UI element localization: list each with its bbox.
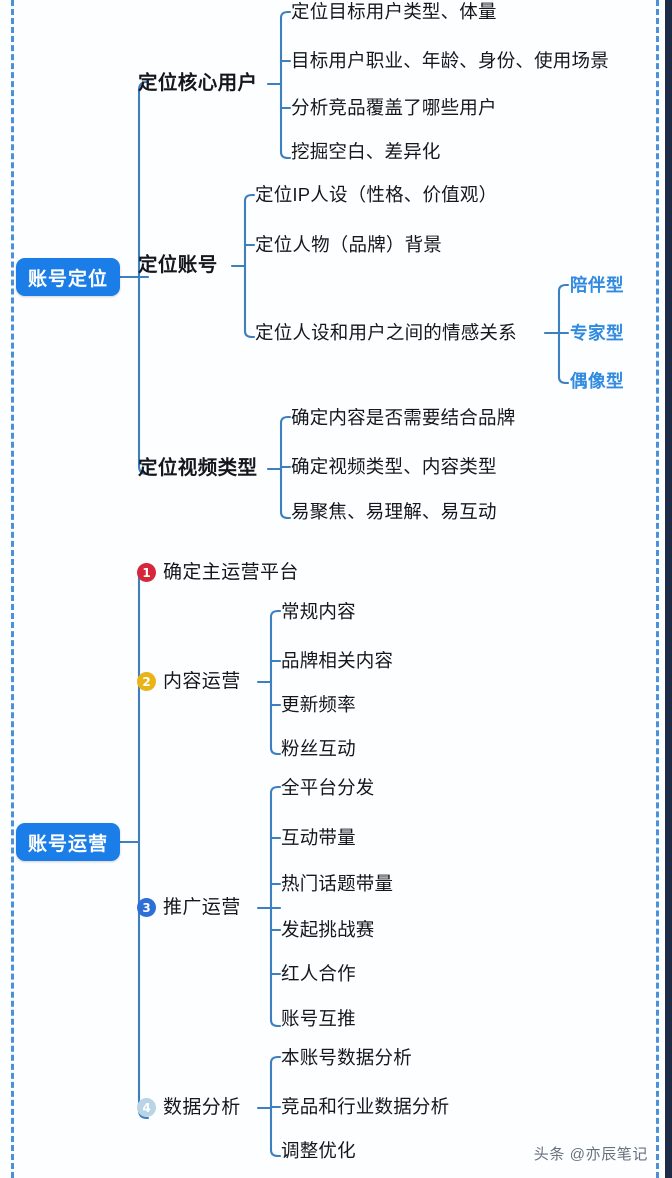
sub-leaf-node-idol-type[interactable]: 偶像型 <box>570 371 624 391</box>
leaf-node[interactable]: 全平台分发 <box>281 777 375 798</box>
badge-number-text: 1 <box>142 565 151 580</box>
leaf-node[interactable]: 红人合作 <box>281 963 356 984</box>
leaf-node[interactable]: 常规内容 <box>281 601 356 622</box>
leaf-node[interactable]: 定位人物（品牌）背景 <box>255 234 443 255</box>
leaf-node[interactable]: 品牌相关内容 <box>281 650 394 671</box>
badge-number-text: 4 <box>142 1100 151 1115</box>
branch-label-video-type[interactable]: 定位视频类型 <box>138 457 258 479</box>
sub-leaf-node-companion-type[interactable]: 陪伴型 <box>570 275 624 295</box>
leaf-node[interactable]: 本账号数据分析 <box>281 1047 412 1068</box>
badge-number-4: 4 <box>137 1098 156 1117</box>
root-node-label: 账号运营 <box>27 833 108 855</box>
badge-number-1: 1 <box>137 563 156 582</box>
root-node-account-operation[interactable]: 账号运营 <box>16 823 120 861</box>
badge-number-text: 2 <box>142 674 151 689</box>
sub-leaf-node-expert-type[interactable]: 专家型 <box>570 323 624 343</box>
leaf-node[interactable]: 账号互推 <box>281 1008 356 1029</box>
page-right-dark-edge <box>665 0 672 1178</box>
leaf-node[interactable]: 热门话题带量 <box>281 873 394 894</box>
leaf-node[interactable]: 挖掘空白、差异化 <box>291 141 441 162</box>
leaf-node[interactable]: 互动带量 <box>281 827 356 848</box>
leaf-node[interactable]: 定位目标用户类型、体量 <box>291 1 497 22</box>
page-right-dashed-border <box>656 0 659 1178</box>
leaf-node[interactable]: 确定视频类型、内容类型 <box>291 456 497 477</box>
page-left-dashed-border <box>11 0 14 1178</box>
badge-number-2: 2 <box>137 672 156 691</box>
branch-label-promotion-operation[interactable]: 推广运营 <box>163 897 241 918</box>
watermark-text: 头条 @亦辰笔记 <box>533 1146 648 1163</box>
badge-number-text: 3 <box>142 900 151 915</box>
leaf-node[interactable]: 调整优化 <box>281 1140 356 1161</box>
leaf-node[interactable]: 竞品和行业数据分析 <box>281 1096 450 1117</box>
branch-label-data-analysis[interactable]: 数据分析 <box>163 1097 241 1118</box>
branch-label-positioning-account[interactable]: 定位账号 <box>138 254 218 276</box>
branch-label-content-operation[interactable]: 内容运营 <box>163 671 241 692</box>
leaf-node[interactable]: 定位IP人设（性格、价值观） <box>255 184 498 205</box>
branch-label-core-user[interactable]: 定位核心用户 <box>138 72 258 94</box>
leaf-node[interactable]: 更新频率 <box>281 694 356 715</box>
leaf-node[interactable]: 目标用户职业、年龄、身份、使用场景 <box>291 50 609 71</box>
leaf-node[interactable]: 易聚焦、易理解、易互动 <box>291 501 497 522</box>
leaf-node[interactable]: 发起挑战赛 <box>281 919 375 940</box>
leaf-node[interactable]: 分析竞品覆盖了哪些用户 <box>291 97 497 118</box>
branch-label-main-platform[interactable]: 确定主运营平台 <box>163 562 299 583</box>
leaf-node[interactable]: 定位人设和用户之间的情感关系 <box>255 322 517 343</box>
leaf-node[interactable]: 粉丝互动 <box>281 738 356 759</box>
root-node-account-positioning[interactable]: 账号定位 <box>16 258 120 296</box>
leaf-node[interactable]: 确定内容是否需要结合品牌 <box>291 407 516 428</box>
badge-number-3: 3 <box>137 898 156 917</box>
root-node-label: 账号定位 <box>27 268 108 290</box>
